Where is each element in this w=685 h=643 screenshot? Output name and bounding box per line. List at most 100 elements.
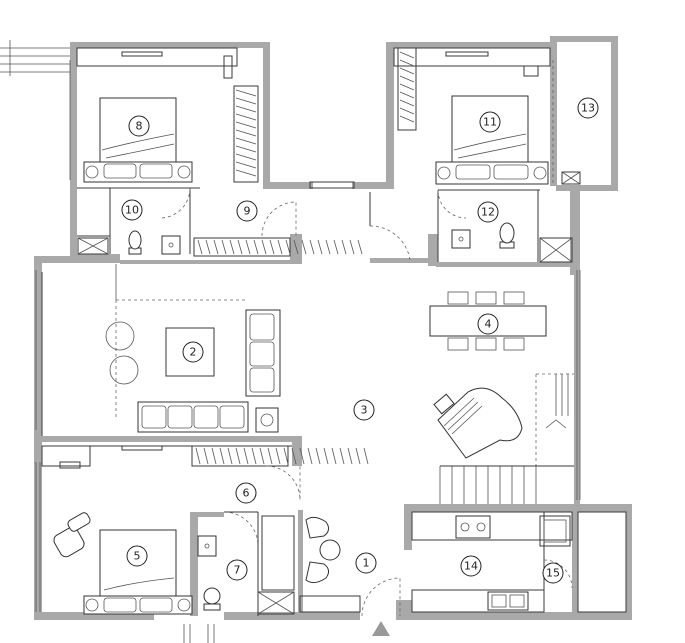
wall-segment bbox=[70, 42, 270, 48]
room-marker-12: 12 bbox=[477, 201, 499, 223]
balcony-rail bbox=[0, 40, 70, 76]
toilet-icon bbox=[128, 230, 142, 255]
bed-icon bbox=[83, 97, 193, 183]
bedroom-11 bbox=[393, 47, 554, 186]
entrance-rails bbox=[183, 624, 215, 643]
room-marker-7: 7 bbox=[226, 559, 248, 581]
room-number: 7 bbox=[234, 564, 241, 577]
room-number: 12 bbox=[481, 206, 495, 219]
room-marker-circle bbox=[226, 559, 248, 581]
wall-segment bbox=[352, 182, 394, 189]
windows bbox=[35, 60, 581, 612]
room-marker-6: 6 bbox=[235, 482, 257, 504]
wall-segment bbox=[556, 185, 618, 191]
bathroom-7 bbox=[197, 511, 295, 616]
room-number: 9 bbox=[244, 205, 251, 218]
bed-icon bbox=[83, 529, 193, 615]
wall-segment bbox=[370, 258, 430, 263]
room-number: 14 bbox=[464, 560, 478, 573]
room-marker-circle bbox=[542, 562, 564, 584]
wall-segment bbox=[428, 234, 438, 266]
wall-segment bbox=[120, 260, 302, 264]
door-swing-icon bbox=[369, 225, 411, 261]
wall-segment bbox=[34, 256, 74, 263]
door-swing-icon bbox=[265, 465, 301, 501]
wall-segment bbox=[70, 42, 77, 260]
stove-icon bbox=[455, 515, 491, 539]
toilet-icon bbox=[203, 587, 221, 611]
room-marker-11: 11 bbox=[479, 111, 501, 133]
wall-segment bbox=[298, 510, 303, 616]
sofa-icon bbox=[137, 401, 249, 433]
room-marker-13: 13 bbox=[577, 97, 599, 119]
wall-segment bbox=[572, 504, 578, 616]
coffee-table bbox=[165, 327, 215, 377]
room-number: 10 bbox=[125, 204, 139, 217]
room-marker-8: 8 bbox=[128, 115, 150, 137]
room-marker-14: 14 bbox=[460, 555, 482, 577]
room-marker-circle bbox=[182, 341, 204, 363]
room-marker-2: 2 bbox=[182, 341, 204, 363]
wall-segment bbox=[404, 504, 632, 512]
toilet-icon bbox=[499, 222, 515, 249]
bathroom-10 bbox=[77, 187, 191, 255]
wall-segment bbox=[190, 512, 198, 616]
living-room bbox=[41, 264, 281, 436]
room-number: 8 bbox=[136, 120, 143, 133]
room-marker-circle bbox=[353, 399, 375, 421]
wall-segment bbox=[34, 256, 42, 436]
wall-segment bbox=[436, 262, 580, 267]
room-marker-5: 5 bbox=[126, 545, 148, 567]
round-stool bbox=[109, 355, 139, 385]
kitchen bbox=[411, 511, 627, 613]
sofa-icon bbox=[245, 309, 281, 397]
room-marker-circle bbox=[355, 552, 377, 574]
room-number: 1 bbox=[363, 557, 370, 570]
wall-segment bbox=[292, 436, 302, 466]
wardrobe-icon bbox=[397, 47, 417, 131]
room-number: 3 bbox=[361, 404, 368, 417]
bed-icon bbox=[435, 95, 549, 185]
room-number: 4 bbox=[485, 318, 492, 331]
wall-segment bbox=[70, 254, 120, 263]
room-marker-10: 10 bbox=[121, 199, 143, 221]
room-number: 13 bbox=[581, 102, 595, 115]
room-marker-circle bbox=[121, 199, 143, 221]
wardrobe-icon bbox=[191, 445, 289, 467]
door-swing-icon bbox=[361, 577, 401, 617]
wall-segment bbox=[556, 36, 618, 42]
wall-segment bbox=[404, 612, 632, 620]
room-number: 5 bbox=[134, 550, 141, 563]
room-number: 11 bbox=[483, 116, 497, 129]
wardrobe-icon bbox=[193, 237, 363, 257]
wall-segment bbox=[190, 512, 224, 517]
wall-segment bbox=[224, 612, 360, 620]
wall-segment bbox=[570, 185, 580, 275]
room-marker-4: 4 bbox=[477, 313, 499, 335]
room-marker-circle bbox=[126, 545, 148, 567]
door-swing-icon bbox=[261, 201, 297, 237]
wall-segment bbox=[386, 42, 556, 48]
room-marker-circle bbox=[235, 482, 257, 504]
bedroom-8 bbox=[76, 47, 259, 189]
wall-segment bbox=[386, 42, 394, 188]
wall-segment bbox=[626, 504, 632, 620]
round-stool bbox=[105, 321, 135, 351]
sink-icon bbox=[451, 229, 471, 249]
wall-segment bbox=[290, 234, 302, 264]
room-marker-circle bbox=[236, 200, 258, 222]
sliding-door bbox=[309, 181, 355, 189]
tv-unit bbox=[223, 55, 233, 79]
sink-icon bbox=[197, 535, 217, 557]
wall-segment bbox=[611, 36, 618, 191]
side-table bbox=[255, 407, 279, 433]
foyer-chairs bbox=[299, 516, 361, 613]
wall-segment bbox=[263, 182, 313, 189]
window-sill bbox=[76, 47, 238, 67]
entrance-arrow-icon bbox=[372, 621, 390, 636]
room-number: 6 bbox=[243, 487, 250, 500]
wall-segment bbox=[550, 36, 557, 186]
room-number: 15 bbox=[546, 567, 560, 580]
